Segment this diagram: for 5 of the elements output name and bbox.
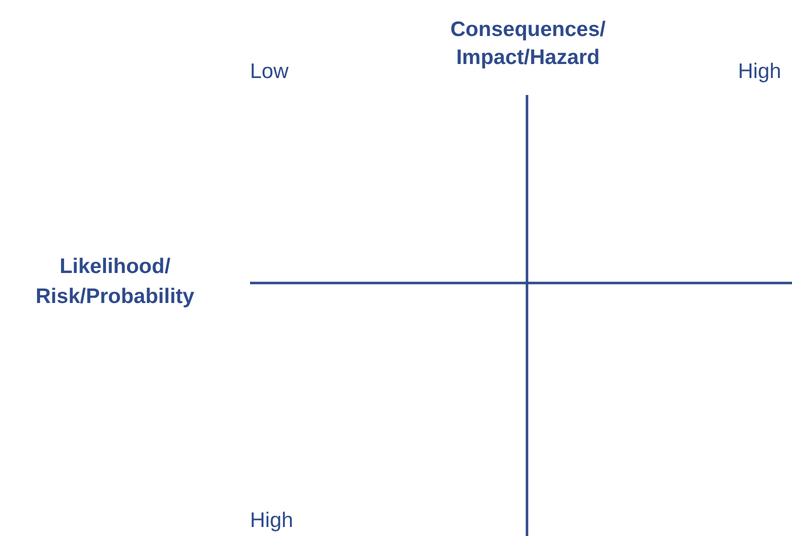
- axis-end-label: High: [738, 59, 782, 85]
- axis-end-label: Low: [250, 59, 289, 85]
- axis-title: Likelihood/ Risk/Probability: [34, 254, 196, 310]
- axis-title: Consequences/ Impact/Hazard: [449, 17, 607, 71]
- axis-end-label: High: [250, 508, 294, 534]
